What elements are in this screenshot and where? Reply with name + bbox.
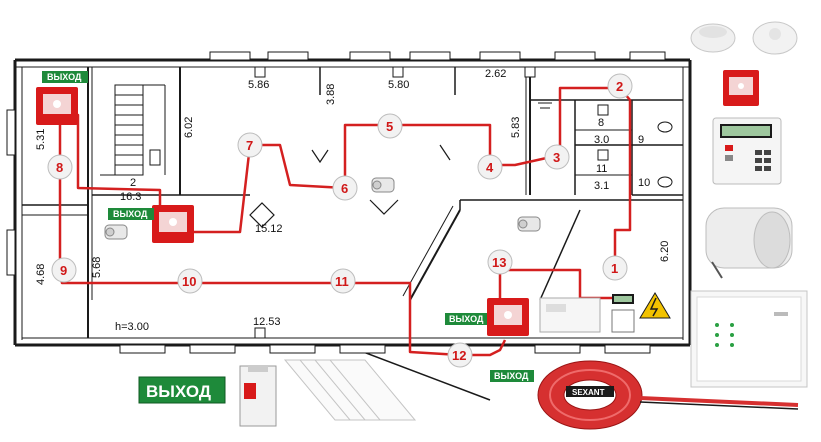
dim-5-80: 5.80 — [388, 79, 409, 91]
detector-3-label: 3 — [553, 150, 560, 165]
room-10: 10 — [638, 177, 650, 189]
stair-number: 2 — [130, 177, 136, 189]
detector-6-label: 6 — [341, 181, 348, 196]
detector-7[interactable]: 7 — [237, 132, 263, 158]
windows-top — [209, 51, 666, 78]
smoke-detectors: 1 2 3 4 5 6 7 8 — [47, 73, 633, 368]
detector-10[interactable]: 10 — [177, 268, 203, 294]
dim-12-53: 12.53 — [253, 316, 281, 328]
control-panel-photo — [690, 290, 808, 388]
sounder-icon-left — [104, 224, 128, 240]
dim-6-02: 6.02 — [183, 117, 195, 138]
exit-text-legend: ВЫХОД — [146, 382, 211, 401]
control-panel-small — [539, 294, 635, 333]
dim-5-68: 5.68 — [91, 257, 103, 278]
detector-1-label: 1 — [611, 261, 618, 276]
ceiling-height: h=3.00 — [115, 321, 149, 333]
detector-4[interactable]: 4 — [477, 154, 503, 180]
detector-1[interactable]: 1 — [602, 255, 628, 281]
detector-10-label: 10 — [182, 274, 196, 289]
dim-4-68: 4.68 — [35, 264, 47, 285]
dim-3-88: 3.88 — [325, 84, 337, 105]
detector-2-label: 2 — [616, 79, 623, 94]
detector-9[interactable]: 9 — [51, 257, 77, 283]
cable-brand-label: SEXANT — [572, 388, 605, 397]
exit-text-center: ВЫХОД — [449, 314, 484, 324]
detector-8[interactable]: 8 — [47, 154, 73, 180]
detector-7-label: 7 — [246, 138, 253, 153]
detector-13[interactable]: 13 — [487, 249, 513, 275]
smoke-detector-photo-2 — [752, 21, 798, 55]
dimension-labels: 5.86 5.80 2.62 3.88 5.31 6.02 5.83 16.3 … — [35, 68, 671, 333]
door-symbols — [249, 144, 451, 228]
windows-bottom — [119, 327, 651, 354]
dim-16-3: 16.3 — [120, 191, 141, 203]
high-voltage-icon — [639, 292, 671, 319]
detector-3[interactable]: 3 — [544, 144, 570, 170]
room-11: 11 — [596, 163, 607, 175]
manual-call-points — [36, 87, 529, 336]
dim-15-12: 15.12 — [255, 223, 283, 235]
smoke-detector-photo-1 — [690, 23, 736, 53]
sounder-icon-center — [371, 177, 395, 193]
detector-9-label: 9 — [60, 263, 67, 278]
detector-12-label: 12 — [452, 348, 466, 363]
room-8: 8 — [598, 117, 604, 129]
cable-reel-photo: SEXANT — [537, 360, 799, 430]
detector-11[interactable]: 11 — [330, 268, 356, 294]
room-3-1: 3.1 — [594, 180, 609, 192]
detector-8-label: 8 — [56, 160, 63, 175]
circuit-breaker-photo — [239, 365, 277, 427]
detector-6[interactable]: 6 — [332, 175, 358, 201]
exit-sign-legend: ВЫХОД — [138, 376, 226, 404]
cable-channels-photo — [283, 359, 417, 421]
exit-sign-top-left: ВЫХОД — [42, 71, 88, 83]
exit-text-bottom: ВЫХОД — [494, 371, 529, 381]
detector-12[interactable]: 12 — [447, 342, 473, 368]
room-3-0: 3.0 — [594, 134, 609, 146]
detector-5-label: 5 — [386, 119, 393, 134]
sounder-icon-right — [517, 216, 541, 232]
keypad-photo — [712, 117, 782, 185]
detector-13-label: 13 — [492, 255, 506, 270]
plumbing-fixtures — [538, 102, 673, 188]
exit-text-top-left: ВЫХОД — [47, 72, 82, 82]
exit-sign-bottom: ВЫХОД — [490, 370, 534, 382]
dim-5-83: 5.83 — [510, 117, 522, 138]
staircase — [100, 84, 166, 176]
call-point-top-left[interactable] — [36, 87, 78, 125]
dim-5-31: 5.31 — [35, 129, 47, 150]
detector-11-label: 11 — [335, 274, 349, 289]
siren-photo — [705, 207, 793, 279]
call-point-center-left[interactable] — [152, 205, 194, 243]
call-point-photo — [723, 70, 759, 106]
exit-sign-center: ВЫХОД — [445, 313, 487, 325]
detector-2[interactable]: 2 — [607, 73, 633, 99]
windows-left — [6, 109, 16, 276]
dim-5-86: 5.86 — [248, 79, 269, 91]
detector-4-label: 4 — [486, 160, 494, 175]
room-9: 9 — [638, 134, 644, 146]
detector-5[interactable]: 5 — [377, 113, 403, 139]
call-point-center[interactable] — [487, 298, 529, 336]
exit-sign-mid-left: ВЫХОД — [108, 208, 154, 220]
dim-6-20: 6.20 — [659, 241, 671, 262]
dim-2-62: 2.62 — [485, 68, 506, 80]
exit-text-mid-left: ВЫХОД — [113, 209, 148, 219]
